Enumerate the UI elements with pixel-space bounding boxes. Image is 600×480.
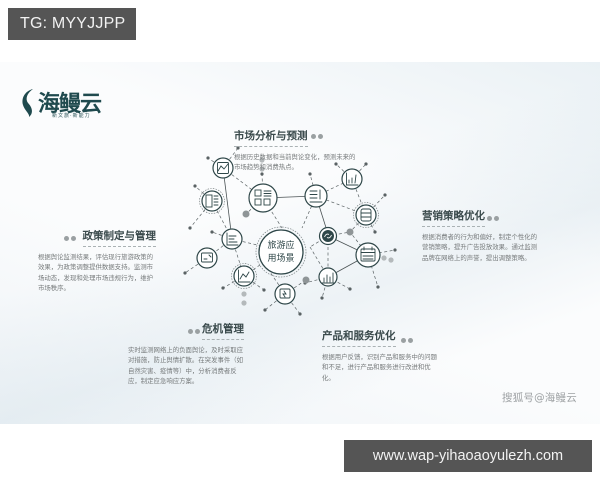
section-body: 根据舆论监测结果，评估现行旅游政策的效果，为政策调整提供数据支持。监测市场动态，… bbox=[38, 253, 154, 293]
section-body: 根据消费者的行为和偏好，制定个性化的营销策略，提升广告投放效果。通过监测品牌在网… bbox=[422, 233, 538, 262]
scatter-chart-icon bbox=[346, 172, 359, 186]
watermark-top-label: TG: MYYJJPP bbox=[8, 8, 136, 40]
network-diagram: 旅游应 用场景 bbox=[183, 146, 397, 316]
bar-chart-horizontal-icon bbox=[226, 232, 239, 246]
column-chart-icon bbox=[321, 272, 335, 284]
section-title: 市场分析与预测 bbox=[234, 128, 308, 147]
grid-list-icon bbox=[254, 189, 272, 206]
section-crisis: 危机管理 实时监测网络上的负面舆论，及时采取应对措施，防止舆情扩散。在突发事件（… bbox=[128, 317, 244, 387]
calendar-icon bbox=[360, 246, 376, 262]
document-list-icon bbox=[205, 194, 219, 208]
decor-dots bbox=[487, 216, 499, 221]
text-align-icon bbox=[309, 189, 323, 203]
section-body: 根据历史数据和当前舆论变化，预测未来的市场趋势和消费热点。 bbox=[234, 153, 356, 172]
watermark-bottom-url: www.wap-yihaoaoyulezh.com bbox=[344, 440, 592, 472]
brand-name: 海鳗云 bbox=[38, 92, 102, 117]
section-title: 营销策略优化 bbox=[422, 208, 485, 227]
section-title: 产品和服务优化 bbox=[322, 328, 396, 347]
section-title: 政策制定与管理 bbox=[82, 228, 156, 247]
line-chart-icon bbox=[238, 269, 251, 283]
database-icon bbox=[360, 208, 372, 222]
section-product: 产品和服务优化 根据用户反馈，识别产品和服务中的问题和不足，进行产品和服务进行改… bbox=[322, 324, 440, 383]
brand-logo: 海鳗云 新文旅·新能力 bbox=[20, 86, 130, 122]
wave-tail-logo-icon bbox=[22, 89, 34, 117]
section-marketing: 营销策略优化 根据消费者的行为和偏好，制定个性化的营销策略，提升广告投放效果。通… bbox=[422, 204, 540, 263]
decor-dots bbox=[401, 338, 413, 343]
source-attribution: 搜狐号@海鳗云 bbox=[502, 392, 577, 404]
center-label-line1: 旅游应 bbox=[267, 239, 294, 251]
infographic-canvas: 海鳗云 新文旅·新能力 bbox=[0, 62, 600, 424]
refresh-icon bbox=[322, 230, 334, 242]
section-market-analysis: 市场分析与预测 根据历史数据和当前舆论变化，预测未来的市场趋势和消费热点。 bbox=[234, 124, 356, 173]
decor-dots bbox=[311, 134, 323, 139]
wallet-icon bbox=[279, 288, 291, 299]
center-node bbox=[255, 226, 307, 278]
center-label-line2: 用场景 bbox=[267, 253, 294, 264]
section-body: 根据用户反馈，识别产品和服务中的问题和不足，进行产品和服务进行改进和优化。 bbox=[322, 353, 438, 382]
decor-dots bbox=[188, 329, 200, 334]
area-chart-icon bbox=[217, 162, 229, 174]
section-policy: 政策制定与管理 根据舆论监测结果，评估现行旅游政策的效果，为政策调整提供数据支持… bbox=[38, 224, 156, 294]
section-body: 实时监测网络上的负面舆论，及时采取应对措施，防止舆情扩散。在突发事件（如自然灾害… bbox=[128, 346, 244, 386]
report-icon bbox=[201, 252, 213, 263]
section-title: 危机管理 bbox=[202, 321, 244, 340]
brand-slogan: 新文旅·新能力 bbox=[52, 113, 91, 119]
decor-dots bbox=[64, 236, 76, 241]
